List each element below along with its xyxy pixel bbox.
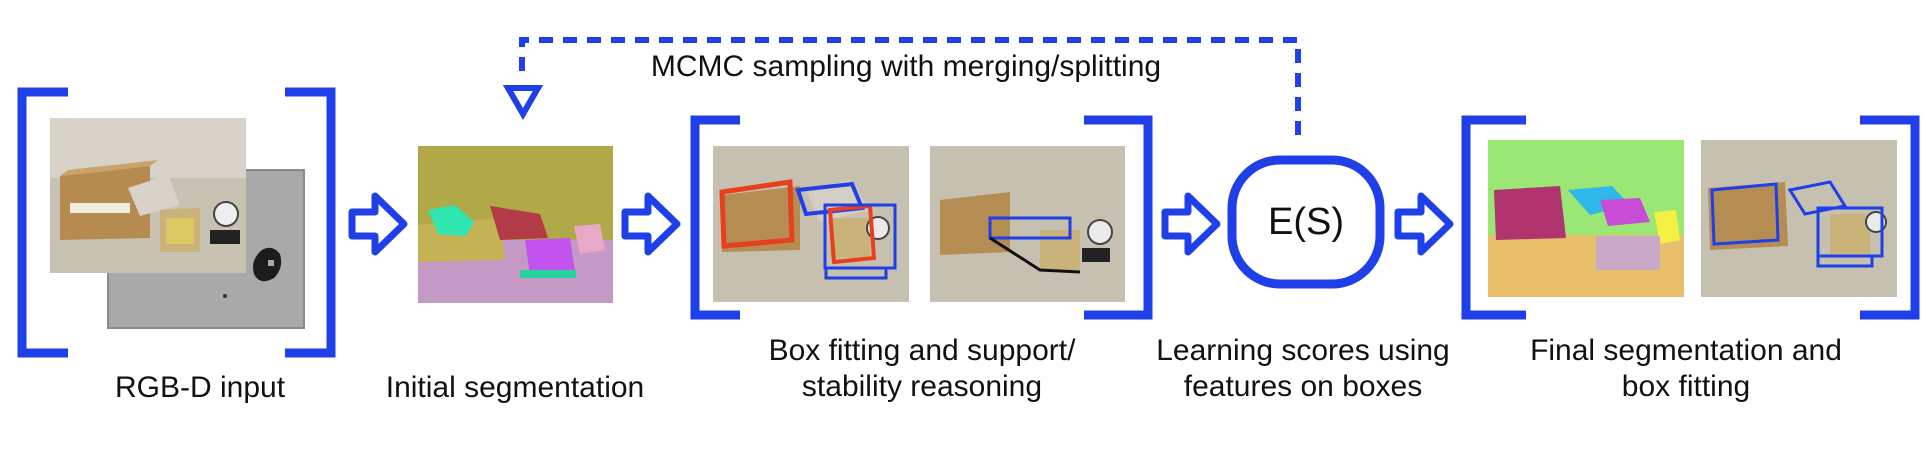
stage-caption-box-line2: stability reasoning (802, 370, 1042, 403)
flow-arrow-icon (621, 192, 681, 256)
right-bracket-icon (1084, 115, 1153, 320)
stage-learning-scores: E(S) Learning scores using features on b… (1156, 155, 1450, 403)
right-bracket-icon (1860, 115, 1920, 320)
stage-caption-box-line1: Box fitting and support/ (769, 334, 1077, 367)
left-bracket-icon (1461, 115, 1526, 320)
flow-arrow-icon (348, 192, 408, 256)
feedback-arrowhead-icon (502, 85, 544, 121)
stage-initial-segmentation: Initial segmentation (386, 146, 645, 404)
left-bracket-icon (690, 115, 740, 320)
stage-caption-rgbd: RGB-D input (115, 371, 286, 404)
left-bracket-icon (17, 87, 68, 358)
final-box-fitting-image (1701, 140, 1897, 297)
stage-caption-initial: Initial segmentation (386, 371, 645, 404)
box-fitting-image-2 (930, 146, 1125, 302)
stage-final-segmentation: Final segmentation and box fitting (1461, 115, 1920, 403)
box-fitting-image-1 (713, 146, 909, 302)
initial-segmentation-image (418, 146, 613, 303)
final-segmentation-image (1488, 140, 1684, 297)
energy-label: E(S) (1268, 201, 1344, 243)
stage-box-fitting: Box fitting and support/ stability reaso… (690, 115, 1153, 403)
energy-node (1227, 155, 1385, 289)
mcmc-loop-label: MCMC sampling with merging/splitting (651, 50, 1161, 83)
stage-caption-learn-line2: features on boxes (1184, 370, 1423, 403)
stage-caption-final-line2: box fitting (1622, 370, 1750, 403)
mcmc-feedback-loop (519, 37, 1301, 135)
stage-caption-learn-line1: Learning scores using (1156, 334, 1450, 367)
stage-rgbd-input: RGB-D input (17, 87, 336, 404)
rgb-image (50, 118, 246, 273)
flow-arrow-icon (1394, 192, 1454, 256)
right-bracket-icon (285, 87, 336, 358)
flow-arrow-icon (1161, 192, 1221, 256)
stage-caption-final-line1: Final segmentation and (1530, 334, 1842, 367)
